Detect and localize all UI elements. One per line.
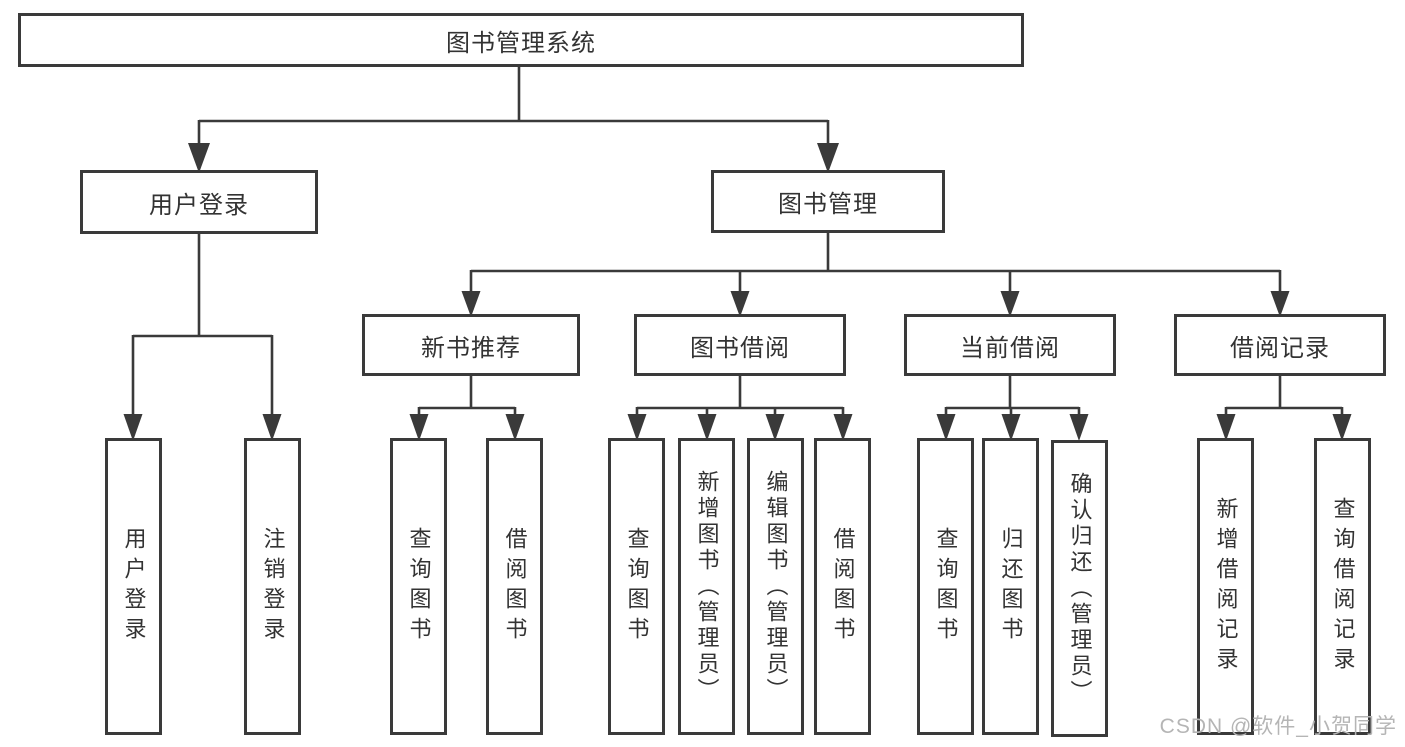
arrowhead-leaf-query-record xyxy=(1332,414,1352,441)
csdn-watermark: CSDN @软件_小贺同学 xyxy=(1159,715,1397,738)
node-new-book-recommend: 新书推荐 xyxy=(362,314,580,376)
arrowhead-current-borrowing xyxy=(1000,291,1020,317)
node-borrow-records: 借阅记录 xyxy=(1174,314,1386,376)
arrowhead-leaf-query3 xyxy=(936,414,956,441)
arrowhead-leaf-query2 xyxy=(627,414,647,441)
node-library-system: 图书管理系统 xyxy=(18,13,1024,67)
arrowhead-leaf-add-record xyxy=(1216,414,1236,441)
arrowhead-leaf-user-login xyxy=(123,414,143,441)
arrowhead-new-books xyxy=(461,291,481,317)
arrowhead-leaf-borrow1 xyxy=(505,414,525,441)
node-book-borrowing: 图书借阅 xyxy=(634,314,846,376)
arrowhead-leaf-borrow2 xyxy=(833,414,853,441)
arrowhead-book-mgmt xyxy=(817,143,839,173)
arrowhead-borrow-records xyxy=(1270,291,1290,317)
arrowhead-leaf-return xyxy=(1001,414,1021,441)
arrowhead-group xyxy=(123,143,1352,441)
node-book-management: 图书管理 xyxy=(711,170,945,233)
leaf-query-books-recommend: 查询图书 xyxy=(390,438,447,735)
arrowhead-leaf-logout xyxy=(262,414,282,441)
arrowhead-leaf-edit-books xyxy=(765,414,785,441)
leaf-return-books: 归还图书 xyxy=(982,438,1039,735)
arrowhead-leaf-add-books xyxy=(697,414,717,441)
leaf-confirm-return-admin: 确认归还（管理员） xyxy=(1051,440,1108,737)
leaf-add-borrow-record: 新增借阅记录 xyxy=(1197,438,1254,735)
arrowhead-book-borrowing xyxy=(730,291,750,317)
leaf-borrow-books-recommend: 借阅图书 xyxy=(486,438,543,735)
arrowhead-leaf-confirm-return xyxy=(1069,414,1089,441)
leaf-edit-books-admin: 编辑图书（管理员） xyxy=(747,438,804,735)
leaf-logout: 注销登录 xyxy=(244,438,301,735)
leaf-query-books-current: 查询图书 xyxy=(917,438,974,735)
leaf-user-login: 用户登录 xyxy=(105,438,162,735)
leaf-query-books-borrowing: 查询图书 xyxy=(608,438,665,735)
leaf-query-borrow-record: 查询借阅记录 xyxy=(1314,438,1371,735)
node-current-borrowing: 当前借阅 xyxy=(904,314,1116,376)
leaf-borrow-books-borrowing: 借阅图书 xyxy=(814,438,871,735)
arrowhead-user-login xyxy=(188,143,210,173)
node-user-login: 用户登录 xyxy=(80,170,318,234)
arrowhead-leaf-query1 xyxy=(409,414,429,441)
leaf-add-books-admin: 新增图书（管理员） xyxy=(678,438,735,735)
